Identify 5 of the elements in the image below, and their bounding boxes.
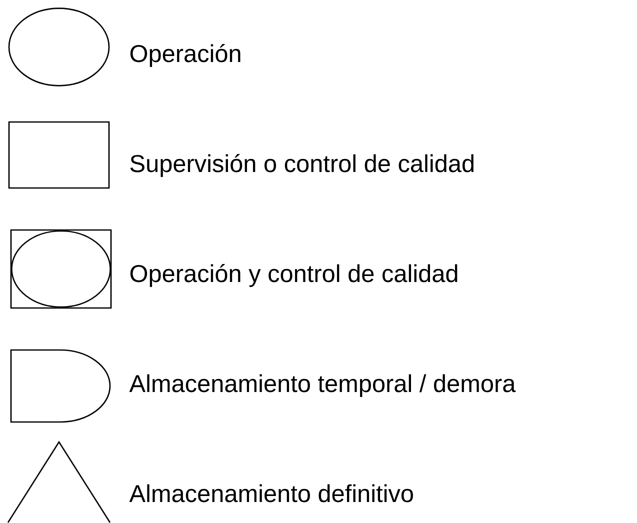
legend-text: Almacenamiento temporal / demora [129, 374, 516, 398]
legend-text: Supervisión o control de calidad [130, 154, 474, 178]
legend-text: Operación y control de calidad [130, 264, 458, 288]
legend-text: Almacenamiento definitivo [129, 484, 413, 502]
legend-text: Operación [130, 44, 240, 68]
